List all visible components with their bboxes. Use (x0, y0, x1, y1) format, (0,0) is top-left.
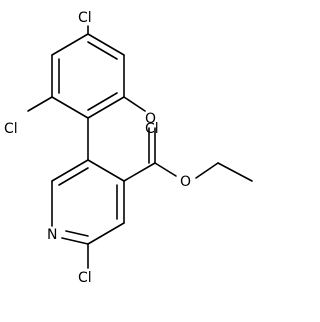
bond (27, 96, 53, 112)
double-bond-inner (87, 92, 118, 111)
pyridine-ring (51, 159, 125, 245)
bond (123, 162, 156, 182)
bond (195, 162, 219, 179)
bond (51, 159, 89, 182)
bond (51, 96, 89, 119)
structure-canvas: Cl Cl Cl O O N Cl (4, 10, 253, 286)
bond (87, 33, 125, 56)
bond (87, 222, 125, 245)
double-bond-inner (87, 41, 118, 60)
bond (87, 159, 125, 182)
bond (87, 96, 125, 119)
bond (123, 96, 146, 112)
atom-label-cl-bottom: Cl (78, 270, 92, 286)
atom-label-cl-top: Cl (78, 10, 92, 26)
bond (154, 162, 177, 177)
atom-label-n: N (47, 227, 57, 243)
bond (61, 237, 89, 245)
bond (51, 33, 89, 56)
atom-label-o-ester: O (180, 174, 191, 190)
atom-label-o-carbonyl: O (145, 111, 156, 127)
atom-label-cl-right: Cl (145, 121, 159, 137)
molecule-structure: Cl Cl Cl O O N Cl (4, 10, 253, 286)
atom-label-cl-left: Cl (4, 121, 18, 137)
trichlorophenyl-ring (51, 33, 125, 119)
double-bond-inner (65, 230, 89, 237)
double-bond-inner (58, 167, 89, 186)
bond (217, 162, 253, 182)
